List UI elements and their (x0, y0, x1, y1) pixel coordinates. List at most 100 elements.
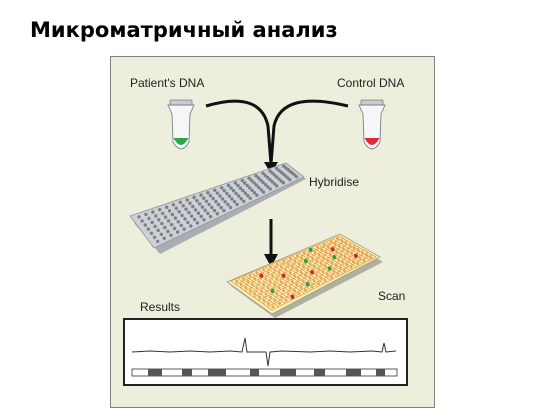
scan-spot (269, 295, 272, 299)
array-spot (207, 202, 211, 207)
array-spot (182, 227, 186, 231)
scan-spot (353, 253, 358, 258)
array-spot (195, 221, 200, 225)
array-spot (200, 205, 205, 209)
scan-spot (321, 270, 325, 274)
scan-spot (253, 292, 257, 296)
array-spot (226, 202, 230, 207)
scan-spot (324, 250, 328, 254)
results-label: Results (140, 300, 180, 314)
slide-title: Микроматричный анализ (30, 18, 338, 42)
array-spot (166, 219, 171, 223)
array-spot (265, 175, 270, 180)
array-spot (215, 212, 219, 216)
scan-spot (286, 262, 290, 266)
scan-spot (271, 305, 275, 309)
array-spot (156, 239, 160, 244)
scan-spot (284, 283, 288, 287)
array-spot (206, 191, 210, 195)
scan-spot (315, 273, 318, 277)
scan-spot (323, 279, 327, 282)
array-spot (166, 229, 170, 234)
scan-spot (336, 272, 340, 276)
array-spot (158, 207, 162, 212)
scan-grid-line (311, 247, 351, 271)
scan-spot (332, 255, 337, 260)
array-spot (156, 228, 160, 233)
array-spot (188, 201, 192, 205)
results-chromosome-bar (131, 368, 398, 377)
scan-spot (279, 265, 283, 269)
scan-spot (317, 282, 321, 286)
scan-spot (268, 280, 272, 284)
array-spot (255, 193, 259, 197)
array-spot (195, 199, 199, 203)
scan-spot (352, 246, 356, 250)
array-spot (150, 220, 154, 225)
scan-spot (262, 298, 266, 302)
scan-spot (336, 237, 340, 241)
scan-spot (330, 247, 335, 252)
array-spot (214, 199, 218, 204)
array-spot (153, 224, 157, 229)
array-spot (171, 203, 176, 207)
scan-spot (315, 259, 319, 263)
scan-spot (279, 280, 283, 284)
scan-spot (291, 265, 294, 269)
scan-spot (262, 283, 266, 287)
array-spot (192, 217, 197, 222)
array-spot (256, 176, 261, 180)
array-spot (243, 191, 248, 195)
scan-spot (286, 292, 290, 296)
array-spot (185, 198, 189, 202)
scan-spot (328, 253, 332, 257)
scan-grid-line (230, 235, 340, 282)
scan-spot (306, 268, 310, 271)
scan-spot (281, 273, 286, 278)
scan-spot (297, 262, 301, 266)
scan-grid-line (278, 261, 318, 288)
array-spot (160, 221, 164, 226)
array-spot (241, 188, 245, 193)
array-spot (222, 188, 226, 193)
scan-spot (310, 270, 315, 275)
scan-spot (346, 249, 350, 253)
array-spot (274, 175, 279, 179)
scan-spot (350, 252, 354, 255)
scan-spot (308, 262, 312, 266)
array-spot (175, 230, 180, 234)
array-spot (261, 171, 265, 175)
array-spot (268, 177, 272, 182)
scan-spot (349, 265, 353, 269)
array-spot (212, 208, 217, 213)
array-spot (208, 215, 213, 219)
scan-spot (330, 261, 334, 265)
scan-spot (326, 258, 330, 262)
scan-spot (280, 295, 283, 299)
array-spot (177, 210, 181, 214)
array-spot (230, 197, 234, 201)
scan-spot (356, 248, 360, 252)
scan-spot (341, 260, 345, 264)
scan-spot (339, 252, 343, 256)
array-spot (137, 215, 141, 219)
scan-spot (271, 274, 274, 278)
array-spot (277, 177, 281, 181)
scan-spot (334, 263, 338, 267)
array-spot (261, 180, 265, 185)
microarray-slide (129, 162, 306, 254)
patient-dna-tube-icon (167, 99, 195, 150)
scan-spot (275, 262, 279, 266)
array-spot (275, 166, 279, 171)
array-spot (140, 219, 144, 223)
scan-spot (264, 292, 268, 296)
array-spot (191, 204, 195, 209)
array-spot (250, 188, 254, 192)
array-spot (281, 172, 286, 176)
scan-spot (345, 263, 349, 267)
array-spot (235, 202, 239, 207)
array-spot (243, 181, 247, 185)
scan-spot (332, 269, 336, 273)
scan-spot (273, 283, 277, 287)
scan-spot (275, 292, 279, 296)
